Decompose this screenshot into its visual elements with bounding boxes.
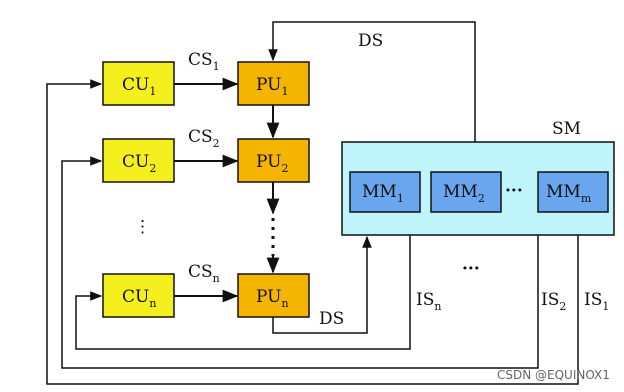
control-stream-1-label: CS1	[188, 50, 220, 73]
control-stream-n-label: CSn	[188, 262, 220, 285]
instruction-stream-1-line	[46, 79, 579, 385]
svg-text:CU1: CU1	[122, 75, 156, 98]
processing-unit-n: PUn	[237, 273, 310, 318]
control-unit-1: CU1	[102, 61, 175, 106]
data-stream-bottom-label: DS	[319, 309, 344, 329]
control-stream-2-label: CS2	[188, 127, 220, 150]
watermark: CSDN @EQUINOX1	[497, 368, 610, 382]
data-stream-top-line	[268, 21, 476, 142]
svg-text:PUn: PUn	[256, 287, 289, 310]
processing-unit-2: PU2	[237, 138, 310, 183]
svg-text:PU2: PU2	[256, 152, 288, 175]
instruction-stream-n-line	[75, 235, 411, 350]
instruction-stream-2-label: IS2	[541, 290, 566, 313]
instruction-stream-n-label: ISn	[416, 290, 441, 313]
data-stream-top-label: DS	[358, 31, 383, 51]
memory-module-2: MM2	[430, 171, 502, 213]
svg-text:MM1: MM1	[362, 182, 404, 205]
svg-text:MMm: MMm	[546, 182, 592, 205]
data-stream-bottom-line	[272, 235, 372, 334]
processing-unit-1: PU1	[237, 61, 310, 106]
memory-module-1: MM1	[349, 171, 421, 213]
control-unit-2: CU2	[102, 138, 175, 183]
memory-module-ellipsis: ···	[505, 181, 523, 201]
svg-text:CU2: CU2	[122, 152, 156, 175]
control-unit-ellipsis: ⋮	[134, 217, 151, 237]
instruction-stream-1-label: IS1	[584, 290, 609, 313]
shared-memory-label: SM	[552, 119, 581, 139]
svg-text:PU1: PU1	[256, 75, 288, 98]
svg-text:MM2: MM2	[443, 182, 485, 205]
instruction-stream-ellipsis: ···	[462, 259, 480, 279]
control-unit-n: CUn	[102, 273, 175, 318]
instruction-stream-2-line	[61, 156, 539, 369]
memory-module-m: MMm	[537, 171, 609, 213]
svg-text:CUn: CUn	[122, 287, 156, 310]
